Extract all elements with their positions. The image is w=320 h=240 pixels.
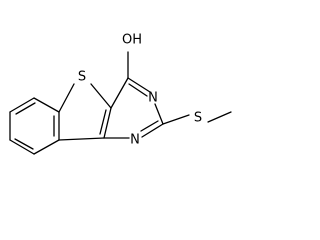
bond-c4-n3-inner — [128, 83, 148, 97]
bond-benzene-1 — [9, 97, 35, 113]
bonds — [9, 51, 232, 155]
atom-labels: OH S N N S — [78, 33, 202, 148]
bond-n3-c2 — [154, 103, 164, 125]
bond-c4-n3 — [127, 77, 151, 93]
hydroxyl-label: OH — [122, 33, 142, 48]
thioether-sulfur-label: S — [194, 111, 202, 126]
bond-thiophene-fusion — [103, 107, 112, 139]
bond-benzene-4 — [33, 139, 60, 155]
bond-s-methyl — [207, 111, 232, 123]
bond-c4a-c4 — [110, 77, 129, 109]
bond-thiophene-s-c-right — [90, 83, 112, 109]
ring-sulfur-label: S — [78, 70, 86, 85]
bond-benzene-5 — [9, 139, 35, 155]
bond-thiophene-fusion-inner — [99, 109, 107, 135]
chemical-structure: OH S N N S — [9, 33, 232, 155]
bond-thiophene-c-s-left — [58, 83, 75, 113]
bond-c2-s — [162, 114, 190, 125]
bond-thiophene-bottom — [58, 137, 105, 141]
bond-c2-n1 — [141, 123, 164, 138]
bond-c2-n1-inner — [140, 120, 159, 132]
n3-label: N — [148, 91, 158, 106]
bond-benzene-5-inner — [14, 138, 34, 150]
n1-label: N — [130, 133, 140, 148]
bond-benzene-2 — [33, 97, 60, 113]
bond-benzene-1-inner — [15, 102, 36, 115]
